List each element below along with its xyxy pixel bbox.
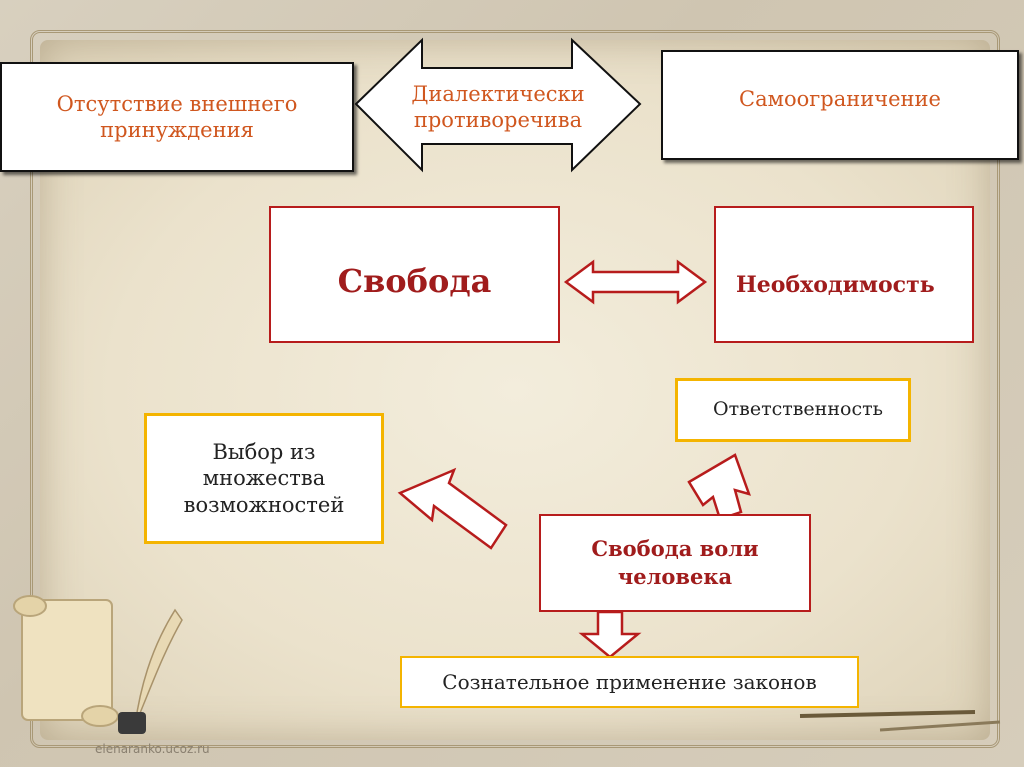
box-self-restraint-label: Самоограничение [739, 87, 941, 111]
arrow-to-responsibility [687, 453, 751, 521]
quill-icon [134, 608, 183, 726]
box-freedom: Свобода [269, 206, 560, 343]
box-free-will-label: Свобода воли человека [591, 535, 759, 589]
box-necessity-label: Необходимость [736, 272, 935, 298]
scroll-icon [13, 595, 119, 727]
decorative-border [30, 30, 1000, 748]
box-no-external-coercion-label: Отсутствие внешнего принуждения [56, 91, 298, 142]
box-choice-label: Выбор из множества возможностей [183, 440, 345, 517]
dialectic-arrow-label: Диалектически противоречива [411, 81, 585, 132]
box-responsibility: Ответственность [675, 378, 911, 442]
box-conscious-laws-label: Сознательное применение законов [442, 669, 817, 694]
watermark: elenaranko.ucoz.ru [95, 742, 210, 756]
arrow-to-laws [578, 610, 642, 659]
pen-icon [799, 710, 1001, 732]
box-freedom-label: Свобода [337, 262, 492, 300]
box-no-external-coercion: Отсутствие внешнего принуждения [0, 62, 354, 172]
box-choice: Выбор из множества возможностей [144, 413, 384, 544]
box-self-restraint: Самоограничение [661, 50, 1019, 160]
inkwell-icon [118, 712, 146, 734]
box-responsibility-label: Ответственность [713, 398, 883, 421]
box-free-will: Свобода воли человека [539, 514, 811, 612]
box-conscious-laws: Сознательное применение законов [400, 656, 859, 708]
arrow-to-choice [397, 467, 508, 550]
box-necessity: Необходимость [714, 206, 974, 343]
dialectic-arrow-label-wrap: Диалектически противоречива [390, 74, 606, 140]
